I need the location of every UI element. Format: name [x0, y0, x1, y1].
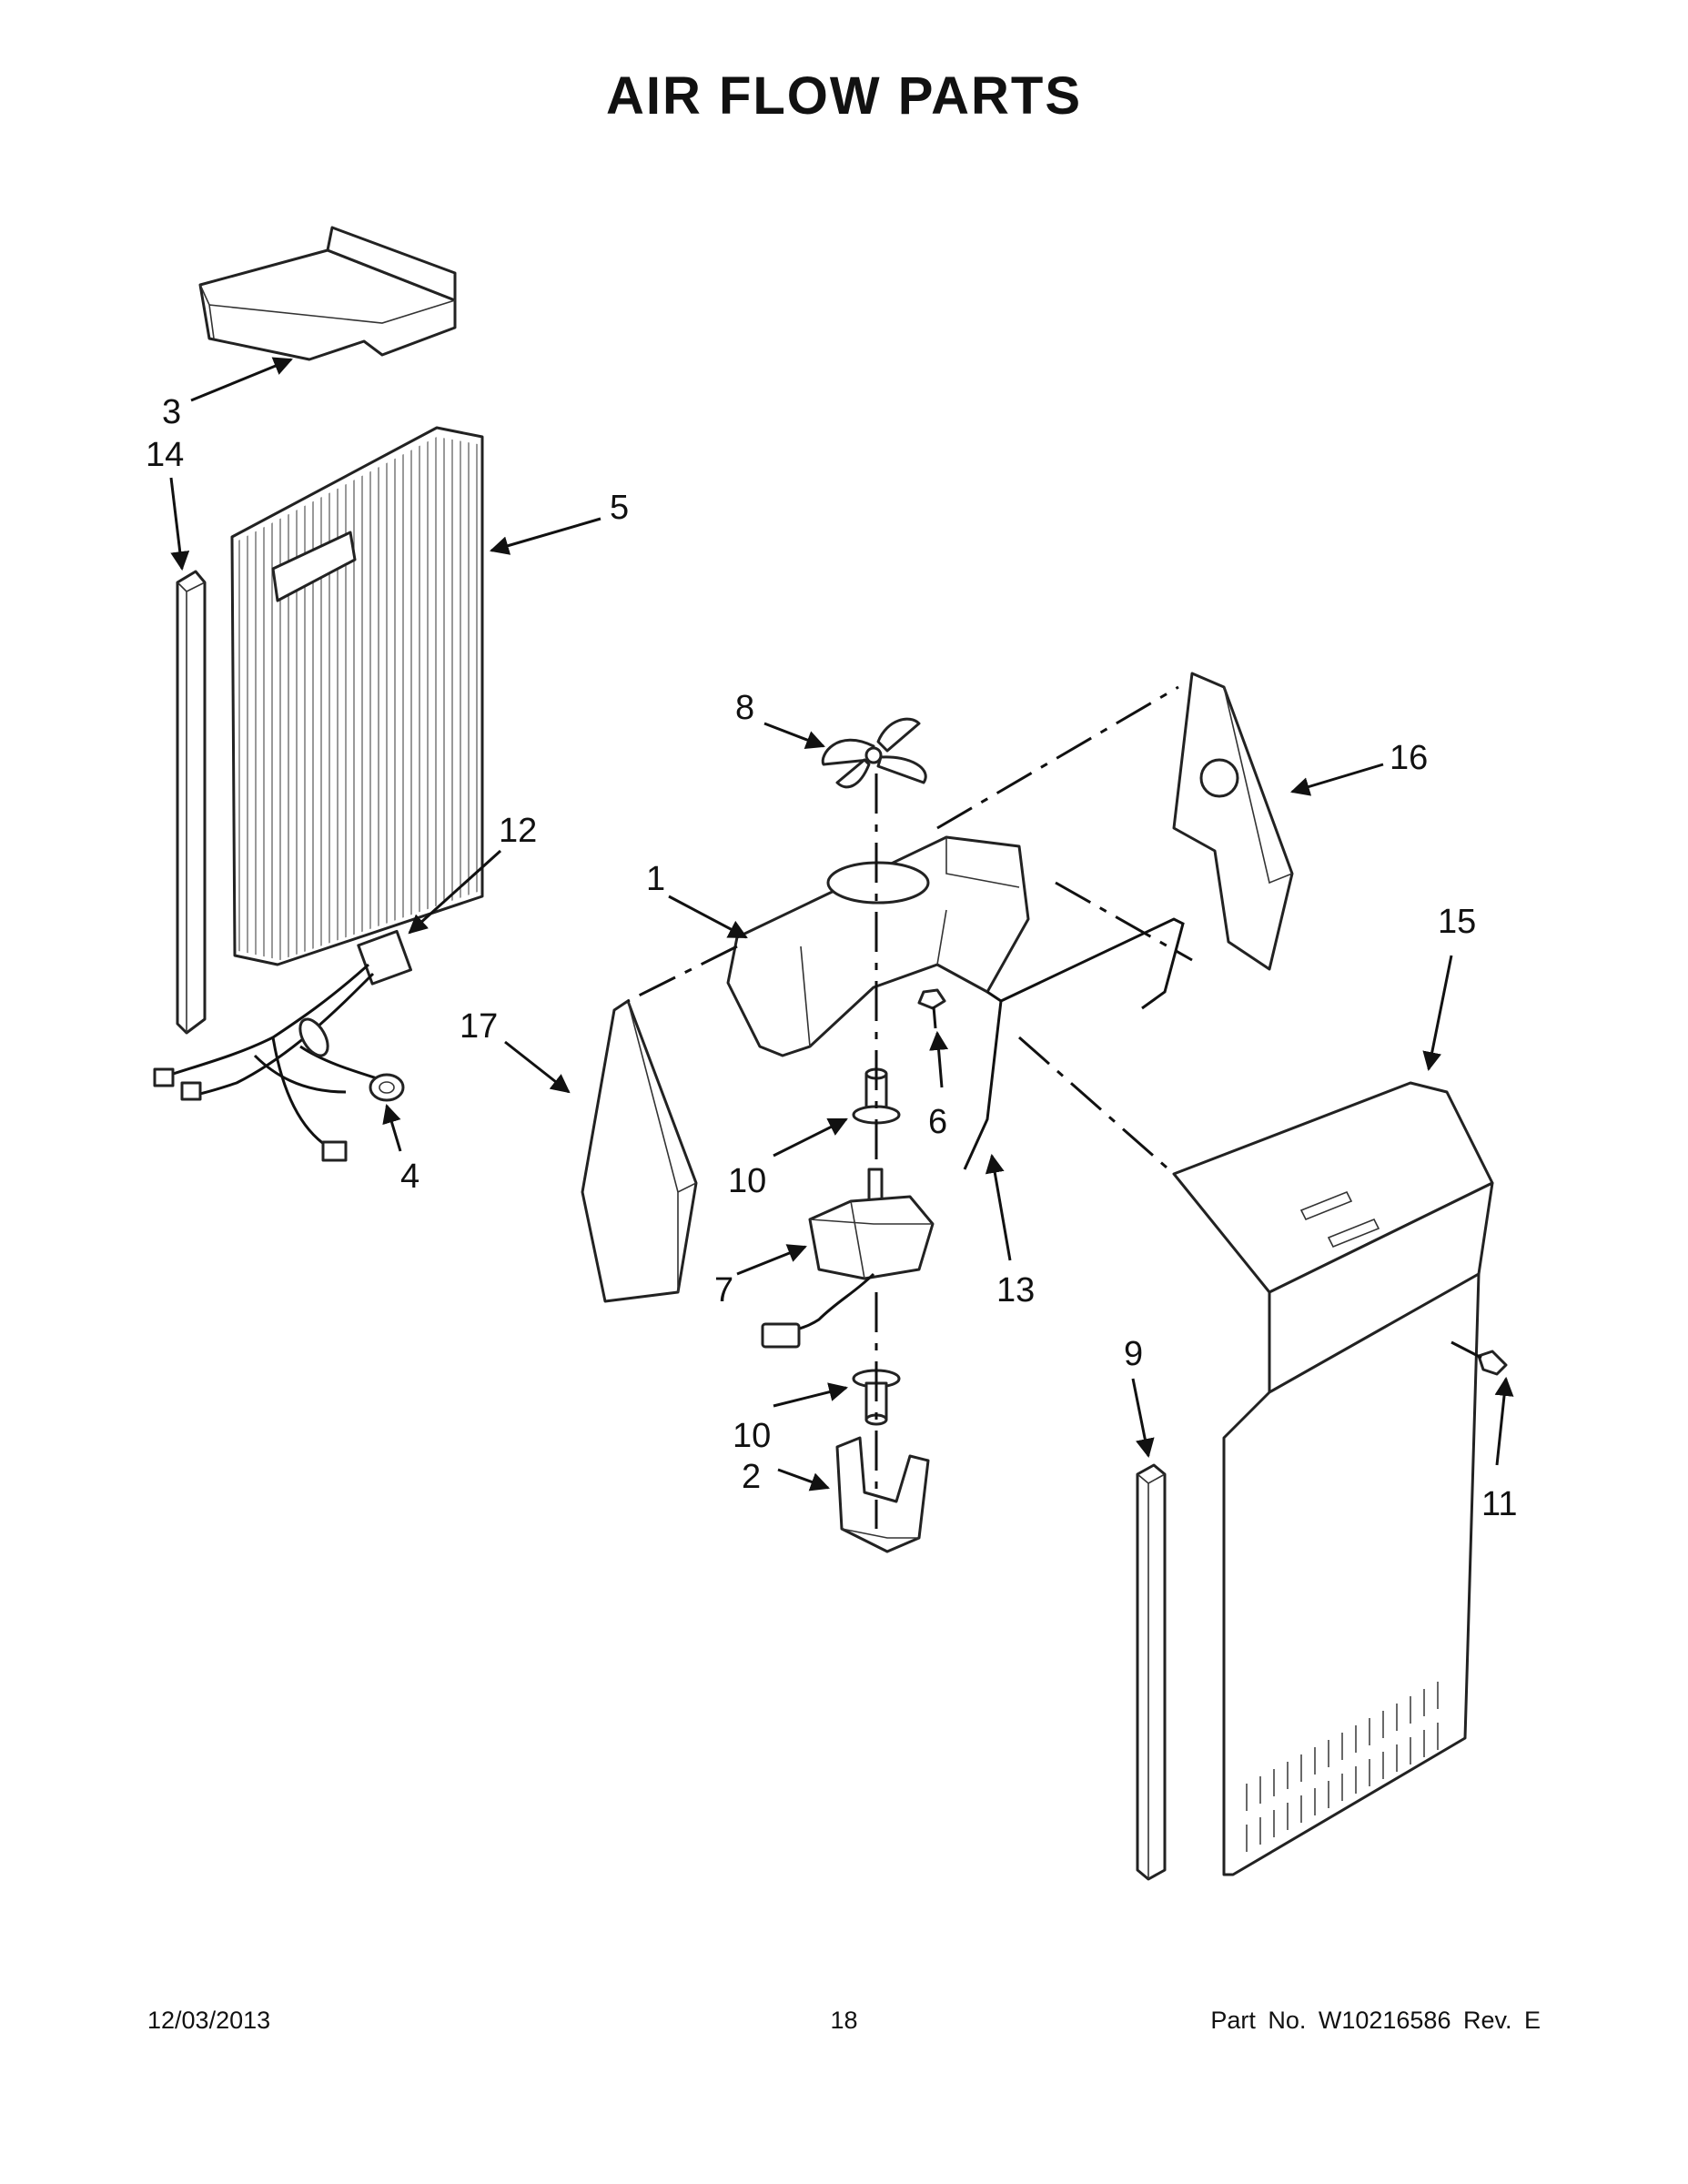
callout-4: 4	[400, 1158, 419, 1196]
callout-9: 9	[1124, 1335, 1143, 1373]
callout-16: 16	[1390, 739, 1428, 777]
callout-17: 17	[460, 1007, 498, 1046]
footer-part-number: Part No. W10216586 Rev. E	[1210, 2007, 1541, 2034]
part-4-thermistor	[369, 1073, 405, 1102]
part-1-fan-housing	[726, 835, 1030, 1057]
page-title: AIR FLOW PARTS	[605, 66, 1083, 126]
callout-7: 7	[714, 1271, 733, 1309]
part-13-wire-rod	[963, 917, 1185, 1170]
part-12-wire-harness	[153, 929, 412, 1162]
part-2-motor-bracket	[835, 1436, 930, 1553]
part-17-left-baffle	[581, 999, 698, 1303]
alignment-lines	[627, 685, 1193, 1529]
callout-1: 1	[646, 860, 665, 898]
callout-3: 3	[162, 393, 181, 431]
footer-date: 12/03/2013	[147, 2007, 271, 2034]
part-14-foam-strip	[176, 570, 207, 1035]
part-9-foam-strip	[1136, 1463, 1167, 1881]
part-15-evaporator-cover	[1172, 1081, 1494, 1876]
leader-arrows	[169, 357, 1514, 1491]
part-11-screw	[1450, 1340, 1508, 1376]
part-5-rear-panel	[230, 426, 484, 966]
part-7-fan-motor	[761, 1168, 935, 1349]
part-16-side-baffle	[1172, 672, 1294, 971]
callout-2: 2	[742, 1458, 761, 1496]
part-3-duct-cover	[198, 226, 457, 361]
callout-11: 11	[1481, 1485, 1517, 1523]
callout-15: 15	[1438, 903, 1476, 941]
callout-6: 6	[928, 1103, 947, 1141]
callout-13: 13	[996, 1271, 1035, 1309]
callout-10-lower: 10	[733, 1417, 771, 1455]
callout-12: 12	[499, 812, 537, 850]
callout-labels: 3 14 5 8 16 12 1 15 17 6 4 10 7 13 9 10 …	[146, 393, 1517, 1523]
footer-page-number: 18	[830, 2007, 858, 2034]
part-6-screw	[917, 988, 946, 1029]
callout-14: 14	[146, 436, 184, 474]
callout-8: 8	[735, 689, 754, 727]
vent-slots	[1246, 1682, 1439, 1852]
callout-5: 5	[610, 489, 629, 527]
part-8-fan-blade	[821, 717, 927, 789]
callout-10-upper: 10	[728, 1162, 766, 1200]
